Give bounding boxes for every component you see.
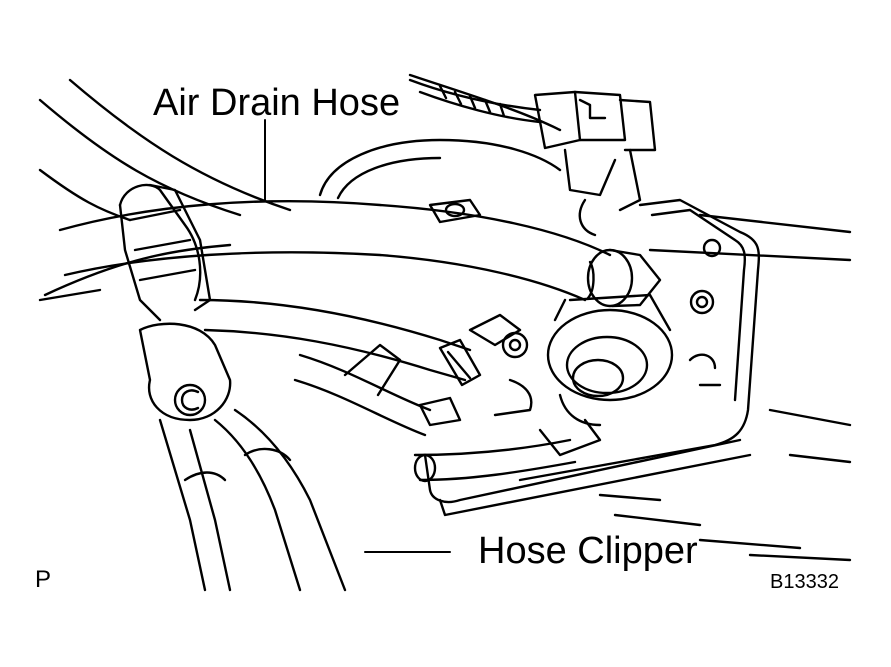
wire-harness [408, 78, 542, 124]
canister-housing [318, 138, 562, 224]
air-drain-hose [58, 199, 662, 308]
corner-mark: P [35, 566, 52, 593]
figure-code: B13332 [770, 571, 839, 593]
hose-union [418, 313, 533, 427]
electrical-connector [533, 90, 657, 237]
leader-lines [264, 119, 451, 553]
vacuum-valve [538, 293, 674, 457]
air-drain-hose-label: Air Drain Hose [153, 82, 401, 124]
hose-clipper-tool [38, 183, 347, 592]
mounting-bracket [423, 198, 761, 517]
hose-clipper-label: Hose Clipper [478, 530, 698, 572]
body-panel-lines [38, 73, 852, 562]
lower-hoses [198, 298, 577, 483]
